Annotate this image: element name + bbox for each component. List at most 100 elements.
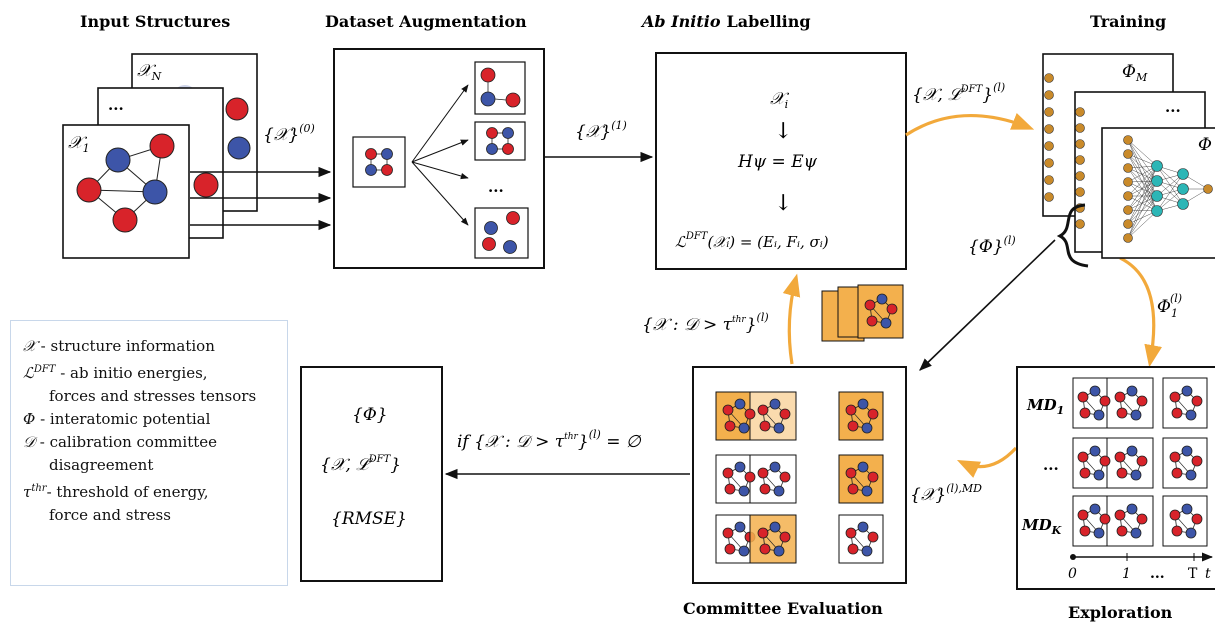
nn-back-node <box>1044 175 1054 185</box>
structure-label-dots: ... <box>108 96 124 114</box>
legend-text: - interatomic potential <box>35 410 211 428</box>
heading-ab-initio-labelling: Ab Initio Labelling <box>640 12 811 31</box>
edge-label-x0: {𝒳}(0) <box>263 122 315 145</box>
time-label-0: 0 <box>1068 566 1077 582</box>
heading-training: Training <box>1090 12 1166 31</box>
augment-variant-3 <box>474 207 529 259</box>
legend-text: - structure information <box>35 337 215 355</box>
nn-input-node <box>1123 135 1133 145</box>
nn-input-node <box>1123 233 1133 243</box>
time-label-dots: ... <box>1150 566 1165 582</box>
nn-mid-node <box>1075 171 1085 181</box>
augment-variant-1 <box>474 61 526 115</box>
heading-committee-evaluation: Committee Evaluation <box>683 599 883 618</box>
legend-item: 𝒳 - structure information <box>23 335 277 358</box>
legend-symbol: 𝒳 <box>23 337 36 355</box>
legend-text: - calibration committee <box>34 433 218 451</box>
abinitio-schrodinger: Hψ = Eψ <box>737 152 818 172</box>
nn-back-node <box>1044 107 1054 117</box>
nn-hidden-node <box>1151 205 1163 217</box>
heading-exploration: Exploration <box>1068 603 1173 622</box>
legend-item: 𝒟 - calibration committee <box>23 431 277 454</box>
edge-label-x1: {𝒳}(1) <box>575 119 627 142</box>
legend-symbol: Φ <box>23 410 36 428</box>
abinitio-labels: ℒDFT(𝒳ᵢ) = (Eᵢ, Fᵢ, σᵢ) <box>675 231 829 251</box>
nn-label-phi-m: ΦM <box>1122 62 1148 84</box>
nn-back-node <box>1044 73 1054 83</box>
nn-hidden-node <box>1177 168 1189 180</box>
abinitio-arrow-2: ↓ <box>774 191 792 216</box>
nn-nodes <box>1044 73 1213 243</box>
nn-mid-node <box>1075 139 1085 149</box>
cycle-arc-training-to-exploration <box>1119 256 1162 368</box>
edge-label-phi-l: {Φ}(l) <box>968 234 1016 257</box>
cycle-arc-labelling-to-training <box>905 113 1035 137</box>
augment-fan-arrows <box>411 84 469 226</box>
time-axis-origin <box>1070 554 1076 560</box>
cycle-arc-exploration-to-committee <box>956 446 1018 478</box>
time-label-T: T <box>1188 566 1198 582</box>
nn-mid-node <box>1075 123 1085 133</box>
edge-label-phi1: Φ1(l) <box>1157 292 1182 320</box>
nn-input-node <box>1123 177 1133 187</box>
nn-input-node <box>1123 163 1133 173</box>
nn-output-node <box>1203 184 1213 194</box>
md-label-1: MD1 <box>1026 396 1064 417</box>
nn-mid-node <box>1075 187 1085 197</box>
nn-hidden-node <box>1151 190 1163 202</box>
selected-structures-stack <box>821 284 904 342</box>
md-label-dots: ... <box>1043 456 1059 474</box>
nn-hidden-node <box>1177 183 1189 195</box>
output-phi: {Φ} <box>352 405 388 425</box>
arrow-training-to-committee <box>919 239 1056 371</box>
edge-label-if-empty: if {𝒳 : 𝒟 > τthr}(l) = ∅ <box>457 428 642 452</box>
input-structures-stack: 𝒳N ... 𝒳1 <box>62 53 258 259</box>
augment-dots: ... <box>488 178 504 196</box>
legend-symbol-sup: DFT <box>33 364 56 375</box>
edge-label-disagreement: {𝒳 : 𝒟 > τthr}(l) <box>642 311 769 335</box>
nn-label-phi: Φ <box>1198 135 1212 155</box>
legend-item: τthr- threshold of energy, <box>23 477 277 504</box>
cycle-arc-committee-to-labelling <box>782 273 801 365</box>
nn-back-node <box>1044 124 1054 134</box>
heading-labelling-word: Labelling <box>727 12 811 31</box>
committee-structure-grid <box>715 391 884 564</box>
output-x-ldft: {𝒳, ℒDFT} <box>320 454 401 475</box>
legend-item-continuation: forces and stresses tensors <box>49 387 257 405</box>
legend-symbol: τ <box>23 483 32 501</box>
md-snapshot-grid <box>1072 377 1208 547</box>
md-label-k: MDK <box>1021 516 1062 537</box>
molecule-graph <box>76 133 175 233</box>
edge-label-x-ldft: {𝒳, ℒDFT}(l) <box>912 81 1005 105</box>
active-learning-cycle <box>782 113 1162 478</box>
training-committee: ΦM ... Φ <box>1042 53 1215 259</box>
nn-input-node <box>1123 219 1133 229</box>
legend-text: - threshold of energy, <box>46 483 209 501</box>
nn-mid-node <box>1075 155 1085 165</box>
legend-symbol-sup: thr <box>31 483 47 494</box>
edge-label-x-md: {𝒳}(l),MD <box>910 482 982 505</box>
legend-item-continuation: disagreement <box>49 456 154 474</box>
nn-label-dots: ... <box>1165 98 1181 116</box>
nn-input-node <box>1123 205 1133 215</box>
legend-item: ℒDFT - ab initio energies, <box>23 358 277 385</box>
nn-connections <box>1127 139 1209 239</box>
output-box <box>300 366 443 582</box>
committee-brace <box>1056 203 1089 268</box>
nn-back-node <box>1044 141 1054 151</box>
ab-initio-box <box>655 52 907 270</box>
nn-back-node <box>1044 158 1054 168</box>
nn-hidden-node <box>1151 175 1163 187</box>
nn-back-node <box>1044 90 1054 100</box>
augment-source-structure <box>352 136 406 188</box>
heading-dataset-augmentation: Dataset Augmentation <box>325 12 527 31</box>
legend-text: - ab initio energies, <box>55 364 208 382</box>
nn-back-node <box>1044 192 1054 202</box>
legend-symbol: ℒ <box>23 364 34 382</box>
heading-ab-initio-em: Ab Initio <box>640 12 721 31</box>
nn-mid-node <box>1075 219 1085 229</box>
legend-item-continuation: force and stress <box>49 506 171 524</box>
